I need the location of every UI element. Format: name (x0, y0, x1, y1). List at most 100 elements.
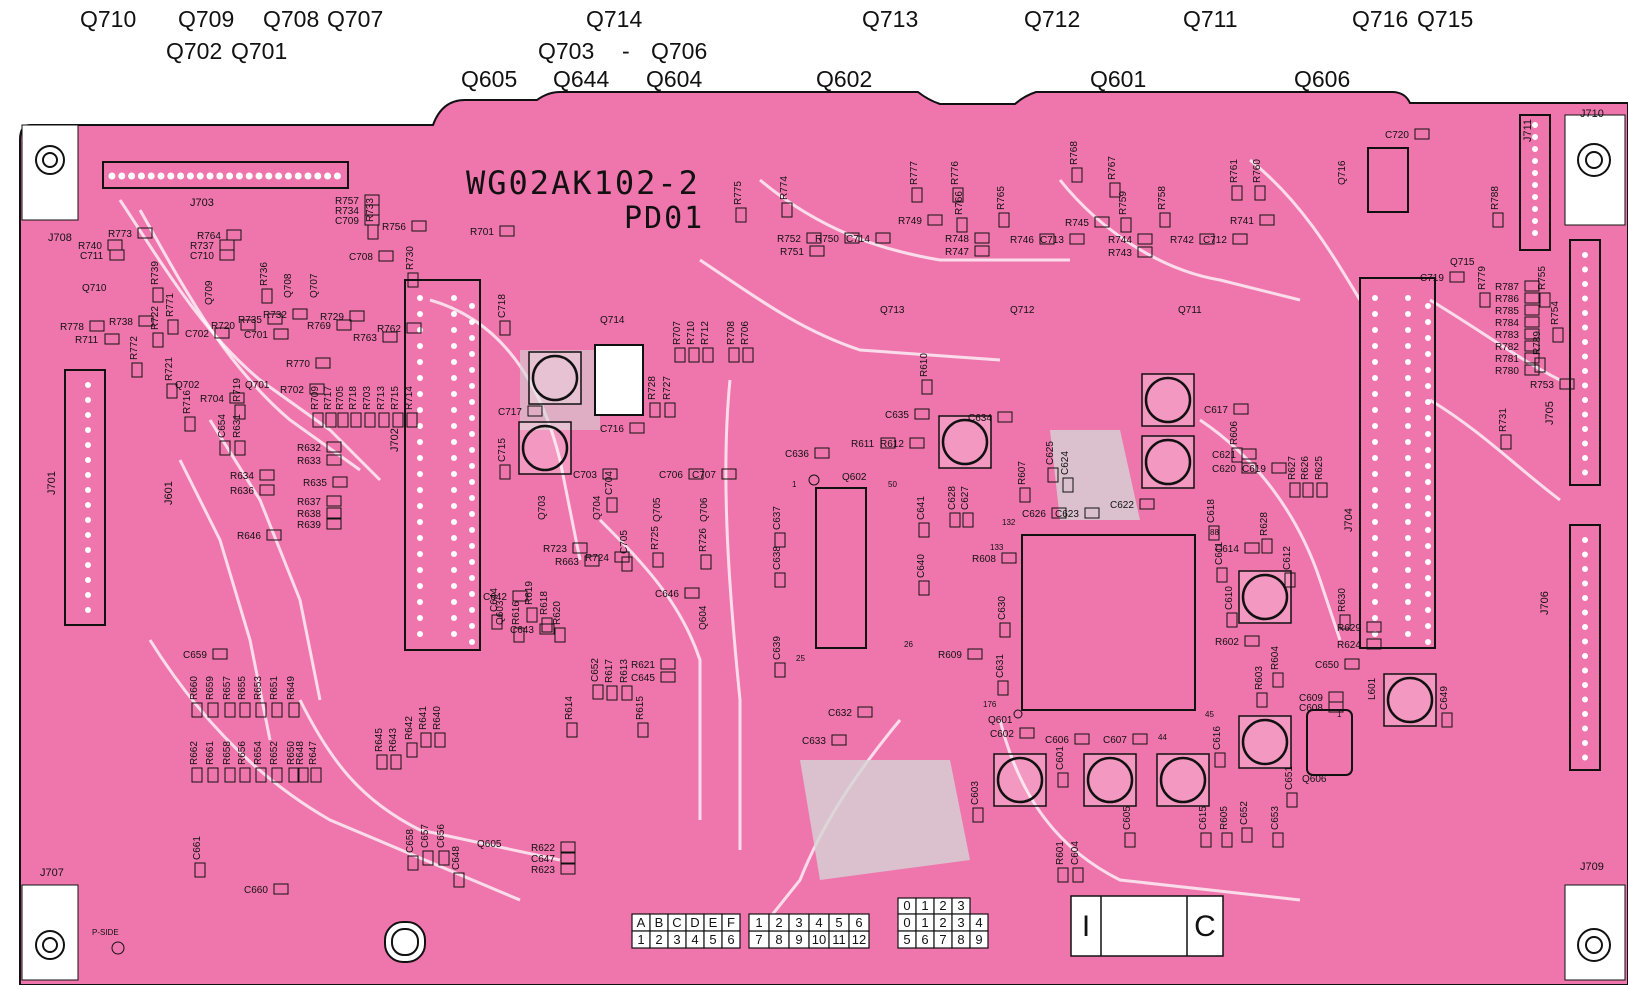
j711-pin (1532, 182, 1538, 188)
smd-pad-c660 (273, 883, 289, 895)
label-r731: R731 (1498, 408, 1509, 432)
top-label-q601: Q601 (1090, 66, 1147, 92)
label-q703b: Q703 (537, 495, 548, 520)
grid-row2top-6-cell (848, 913, 870, 932)
j702-pin (451, 519, 457, 525)
j702-pin (417, 343, 423, 349)
smd-pad-r776 (952, 187, 964, 203)
q714-ic-body (594, 344, 644, 416)
label-q716b: Q716 (1337, 160, 1348, 185)
smd-pad-c718 (499, 320, 511, 336)
label-c626: C626 (1022, 509, 1046, 520)
j703-pin (333, 172, 341, 180)
j704-pin (1425, 431, 1431, 437)
j702-pin (417, 631, 423, 637)
smd-pad-r646 (266, 529, 282, 541)
connector-label-j601: J601 (163, 481, 175, 505)
label-c704: C704 (604, 471, 615, 495)
smd-pad-r725 (652, 552, 664, 568)
grid-row2-8: 8 (775, 932, 782, 947)
label-c638: C638 (772, 546, 783, 570)
smd-pad-r661 (207, 767, 219, 783)
label-c712: C712 (1203, 235, 1227, 246)
label-r780: R780 (1495, 366, 1519, 377)
j706-pin (1582, 580, 1588, 587)
smd-pad-r743 (1137, 246, 1153, 258)
smd-pad-r720 (240, 319, 256, 331)
grid-letter-D: D (690, 915, 699, 930)
j704-pin (1425, 463, 1431, 469)
grid-t3bot-4: 9 (975, 932, 982, 947)
j702-pin (417, 519, 423, 525)
j701-pin (85, 607, 91, 613)
j705-pin (1582, 295, 1588, 302)
smd-pad-r785 (1524, 304, 1540, 316)
smd-pad-r730 (407, 272, 419, 288)
smd-pad-c642 (512, 590, 528, 602)
j702-pin (469, 639, 475, 645)
smd-pad-r639 (326, 518, 342, 530)
label-r652: R652 (269, 741, 280, 765)
grid-letter-E: E (709, 915, 718, 930)
j704-header (1359, 277, 1436, 649)
trace-13 (598, 518, 702, 820)
label-r740: R740 (78, 241, 102, 252)
j701-pin (85, 562, 91, 568)
label-r655: R655 (237, 676, 248, 700)
j706-pin (1582, 566, 1588, 572)
label-q708b: Q708 (283, 273, 294, 298)
trace-1 (138, 209, 361, 472)
label-c627: C627 (960, 486, 971, 510)
smd-pad-r660 (191, 702, 203, 718)
smd-pad-r612 (909, 437, 925, 449)
smd-pad-c706 (688, 468, 704, 480)
label-r739: R739 (150, 261, 161, 285)
smd-pad-c647 (560, 852, 576, 864)
j702-pin (417, 567, 423, 573)
label-r729: R729 (320, 312, 344, 323)
j702-pin (469, 367, 475, 373)
smd-pad-c634 (997, 411, 1013, 423)
label-r635: R635 (303, 478, 327, 489)
smd-pad-r770 (315, 357, 331, 369)
j702-pin (469, 463, 475, 469)
top-label-q701: Q701 (231, 38, 288, 64)
smd-pad-r652 (271, 767, 283, 783)
smd-pad-r601 (1057, 867, 1069, 883)
label-r626: R626 (1300, 456, 1311, 480)
label-r779: R779 (1477, 266, 1488, 290)
smd-pad-r659 (207, 702, 219, 718)
smd-pad-r786 (1524, 292, 1540, 304)
smd-pad-r620 (554, 627, 566, 643)
j703-pin (235, 172, 243, 180)
j702-pin (451, 295, 457, 301)
label-r601: R601 (1055, 841, 1066, 865)
j704-pin (1372, 567, 1378, 573)
j703-pin (324, 172, 332, 180)
label-r761: R761 (1229, 159, 1240, 183)
smd-pad-r779 (1479, 292, 1491, 308)
smd-pad-r607 (1019, 487, 1031, 503)
j702-pin (417, 407, 423, 413)
smd-pad-r656 (239, 767, 251, 783)
label-c706: C706 (659, 470, 683, 481)
label-c716: C716 (600, 424, 624, 435)
smd-pad-r760 (1254, 185, 1266, 201)
smd-pad-c652b (592, 684, 604, 700)
smd-pad-r619 (526, 607, 538, 623)
smd-pad-r610 (921, 379, 933, 395)
smd-pad-r749 (927, 214, 943, 226)
smd-pad-r759 (1120, 217, 1132, 233)
smd-pad-r706 (742, 347, 754, 363)
label-c601: C601 (1055, 746, 1066, 770)
label-r764: R764 (197, 231, 221, 242)
j711-header (1519, 114, 1551, 251)
smd-pad-r755 (1539, 292, 1551, 308)
label-r639: R639 (297, 520, 321, 531)
mounting-hole-bl (21, 884, 79, 981)
grid-row1-6-cell (721, 930, 741, 949)
label-r660: R660 (189, 676, 200, 700)
label-r614: R614 (564, 696, 575, 720)
label-r786: R786 (1495, 294, 1519, 305)
j704-pin (1372, 343, 1378, 349)
